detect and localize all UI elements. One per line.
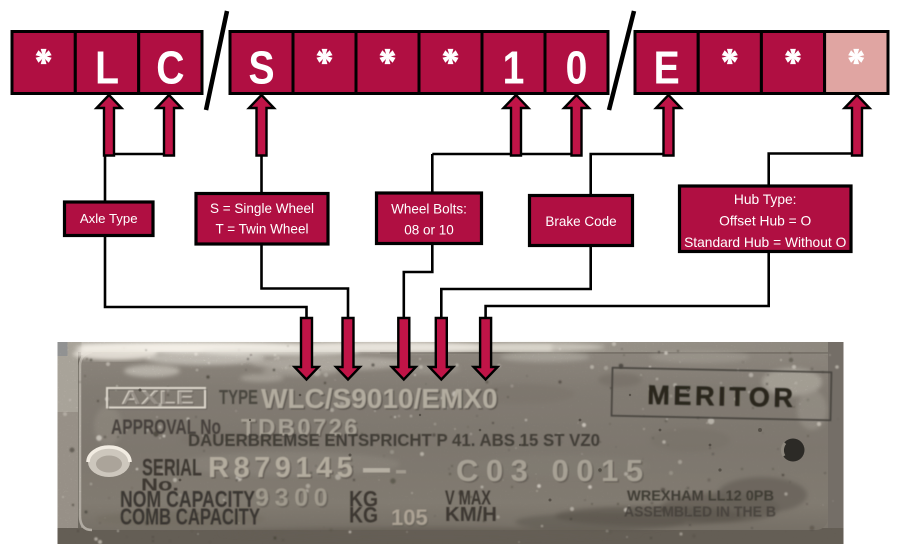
svg-text:WLC/S9010/EMX0: WLC/S9010/EMX0 bbox=[263, 385, 500, 416]
svg-text:L: L bbox=[95, 43, 119, 95]
svg-text:TDB0726: TDB0726 bbox=[243, 416, 362, 443]
svg-text:R879145: R879145 bbox=[210, 454, 359, 486]
svg-text:R879145: R879145 bbox=[208, 452, 357, 484]
svg-text:0: 0 bbox=[566, 43, 588, 95]
svg-text:Hub Type:: Hub Type: bbox=[734, 192, 797, 207]
svg-text:ASSEMBLED IN THE B: ASSEMBLED IN THE B bbox=[624, 504, 776, 521]
svg-text:E: E bbox=[654, 43, 680, 95]
svg-text:08 or 10: 08 or 10 bbox=[404, 223, 454, 238]
svg-text:9300: 9300 bbox=[255, 484, 333, 512]
svg-text:1: 1 bbox=[503, 43, 525, 95]
svg-text:TDB0726: TDB0726 bbox=[241, 415, 360, 442]
svg-text:WLC/S9010/EMX0: WLC/S9010/EMX0 bbox=[261, 383, 498, 414]
svg-text:V MAX: V MAX bbox=[445, 488, 491, 510]
svg-text:S: S bbox=[248, 43, 274, 95]
svg-text:AXLE: AXLE bbox=[122, 389, 195, 410]
svg-text:Offset Hub = O: Offset Hub = O bbox=[719, 214, 811, 229]
svg-text:NOM CAPACITY: NOM CAPACITY bbox=[120, 486, 255, 512]
svg-text:105: 105 bbox=[392, 507, 429, 532]
svg-text:KG: KG bbox=[349, 503, 378, 528]
svg-text:Standard Hub = Without O: Standard Hub = Without O bbox=[684, 235, 846, 250]
svg-text:T = Twin Wheel: T = Twin Wheel bbox=[216, 222, 309, 237]
svg-text:Brake Code: Brake Code bbox=[545, 214, 616, 229]
svg-text:Wheel Bolts:: Wheel Bolts: bbox=[391, 202, 467, 217]
svg-text:APPROVAL No: APPROVAL No bbox=[111, 416, 221, 439]
svg-text:DAUERBREMSE ENTSPRICHT P 41. A: DAUERBREMSE ENTSPRICHT P 41. ABS 15 ST V… bbox=[188, 430, 600, 450]
svg-text:S = Single Wheel: S = Single Wheel bbox=[210, 201, 314, 216]
svg-text:KM/H: KM/H bbox=[445, 504, 497, 526]
svg-text:C: C bbox=[156, 43, 184, 95]
svg-text:AXLE: AXLE bbox=[121, 388, 194, 409]
svg-text:KG: KG bbox=[349, 487, 378, 512]
svg-text:TYPE: TYPE bbox=[219, 387, 258, 409]
svg-text:9300: 9300 bbox=[257, 486, 335, 514]
svg-text:No.: No. bbox=[141, 475, 179, 495]
svg-text:Axle Type: Axle Type bbox=[80, 211, 138, 226]
svg-text:MERITOR: MERITOR bbox=[647, 380, 797, 413]
svg-text:C03 0015: C03 0015 bbox=[458, 455, 652, 490]
svg-text:COMB CAPACITY: COMB CAPACITY bbox=[120, 504, 260, 530]
svg-text:105: 105 bbox=[391, 505, 428, 530]
svg-text:C03 0015: C03 0015 bbox=[456, 453, 650, 488]
svg-text:WREXHAM LL12 0PB: WREXHAM LL12 0PB bbox=[627, 488, 774, 505]
svg-text:SERIAL: SERIAL bbox=[142, 455, 202, 482]
